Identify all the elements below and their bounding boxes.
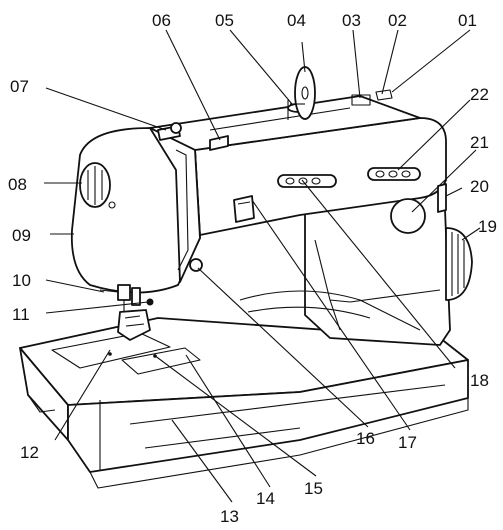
- callout-11: 11: [12, 305, 30, 324]
- callout-02: 02: [388, 11, 407, 30]
- callout-17: 17: [398, 433, 417, 452]
- callout-07: 07: [10, 77, 29, 96]
- leader-lines: [44, 29, 481, 503]
- callout-04: 04: [287, 11, 306, 30]
- callout-21: 21: [470, 133, 489, 152]
- callout-14: 14: [256, 489, 275, 508]
- needle-assembly: [99, 284, 154, 341]
- callout-12: 12: [20, 443, 39, 462]
- spool: [287, 66, 316, 120]
- callout-18: 18: [470, 371, 489, 390]
- callout-16: 16: [356, 429, 375, 448]
- callout-09: 09: [12, 226, 31, 245]
- base: [19, 317, 469, 489]
- callout-03: 03: [342, 11, 361, 30]
- callout-22: 22: [470, 85, 489, 104]
- callout-06: 06: [152, 11, 171, 30]
- callout-19: 19: [478, 217, 497, 236]
- handwheel: [437, 183, 473, 301]
- callout-10: 10: [12, 271, 31, 290]
- callout-13: 13: [220, 507, 239, 526]
- callout-05: 05: [215, 11, 234, 30]
- head: [70, 122, 229, 294]
- callout-01: 01: [458, 11, 477, 30]
- callout-labels: 01 02 03 04 05 06 07 08 09 10 11 12 13 1…: [8, 11, 497, 526]
- callout-20: 20: [470, 177, 489, 196]
- callout-08: 08: [8, 175, 27, 194]
- callout-15: 15: [304, 479, 323, 498]
